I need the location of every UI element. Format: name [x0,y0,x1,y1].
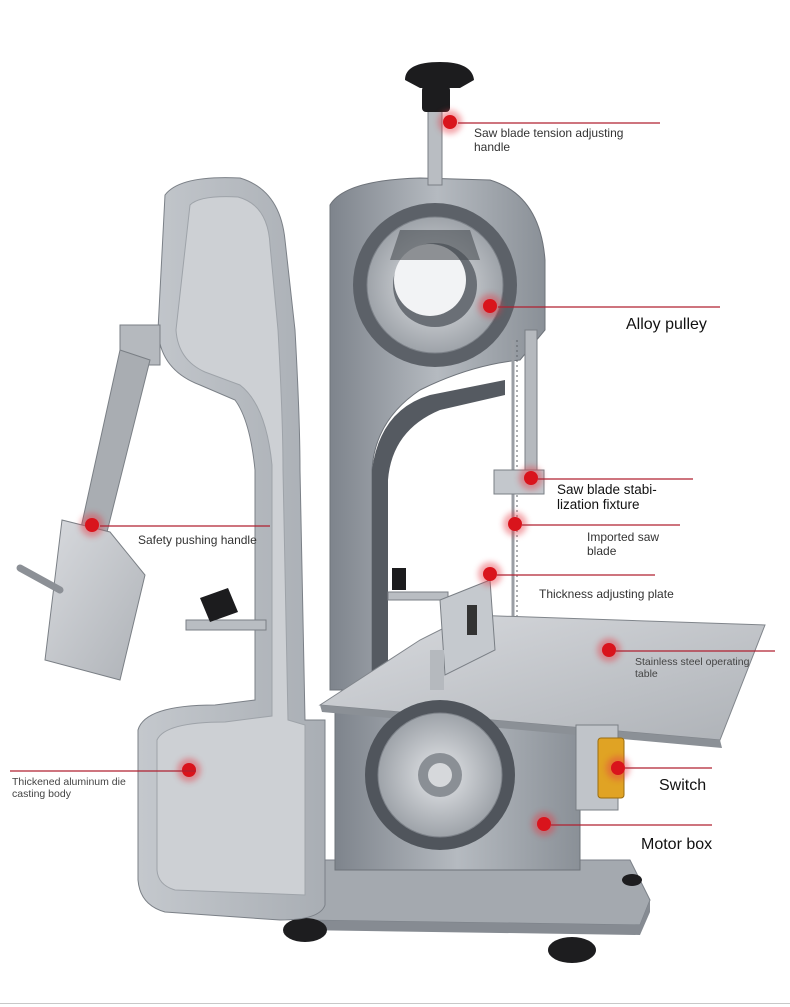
lower-pulley [365,700,515,850]
marker-aluminum-body [182,763,196,777]
label-thickness-plate: Thickness adjusting plate [539,587,674,601]
marker-thickness-plate [483,567,497,581]
marker-alloy-pulley [483,299,497,313]
label-stabilization-fixture: Saw blade stabi- lization fixture [557,482,657,512]
label-motor-box: Motor box [641,836,713,853]
bottom-divider [0,1003,790,1004]
safety-handle [16,324,161,681]
label-tension-handle: Saw blade tension adjusting handle [474,126,624,154]
marker-saw-blade [508,517,522,531]
upper-pulley [353,203,517,367]
label-saw-blade: Imported saw blade [587,530,660,558]
base-plate [283,859,651,963]
tension-handle [405,62,474,186]
marker-tension-handle [443,115,457,129]
door-panel [137,177,326,921]
label-operating-table: Stainless steel operating table [635,656,750,680]
label-alloy-pulley: Alloy pulley [626,316,707,333]
marker-stabilization-fixture [524,471,538,485]
marker-operating-table [602,643,616,657]
label-switch: Switch [659,777,707,794]
marker-motor-box [537,817,551,831]
side-knob [185,568,449,631]
label-aluminum-body: Thickened aluminum die casting body [12,776,126,800]
label-safety-handle: Safety pushing handle [138,533,257,547]
marker-safety-handle [85,518,99,532]
thickness-plate [430,579,496,690]
marker-switch [611,761,625,775]
